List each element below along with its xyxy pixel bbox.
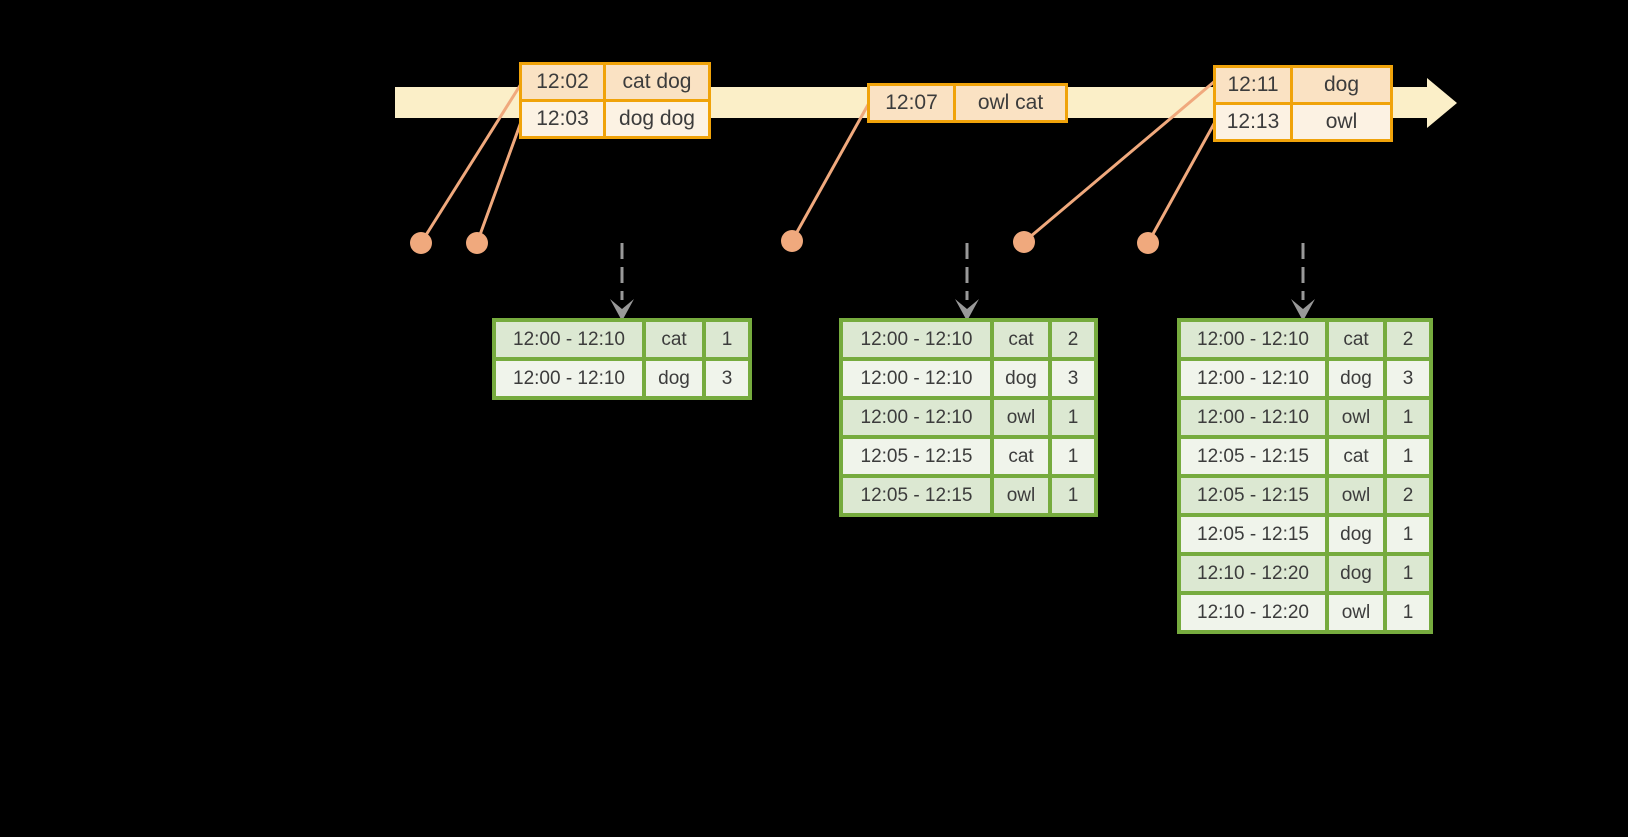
result-table-3-cell-window: 12:00 - 12:10: [1181, 400, 1325, 435]
input-table-3-cell-words: owl: [1293, 105, 1390, 139]
event-connector-line: [790, 102, 871, 242]
result-table-2-cell-count: 1: [1052, 439, 1094, 474]
result-table-1-cell-word: dog: [646, 361, 702, 396]
result-table-1-cell-word: cat: [646, 322, 702, 357]
trigger-arrowhead: [1291, 299, 1315, 321]
result-table-1-cell-window: 12:00 - 12:10: [496, 322, 642, 357]
trigger-arrowhead: [955, 299, 979, 321]
result-table-1-cell-window: 12:00 - 12:10: [496, 361, 642, 396]
result-table-3-cell-word: dog: [1329, 517, 1383, 552]
result-table-2-cell-window: 12:05 - 12:15: [843, 478, 990, 513]
input-table-1-cell-time: 12:02: [522, 65, 603, 99]
result-table-3-cell-window: 12:10 - 12:20: [1181, 595, 1325, 630]
result-table-2-cell-count: 1: [1052, 400, 1094, 435]
result-table-3-cell-window: 12:10 - 12:20: [1181, 556, 1325, 591]
result-table-1-cell-count: 3: [706, 361, 748, 396]
result-table-3-cell-window: 12:05 - 12:15: [1181, 478, 1325, 513]
result-table-2-cell-window: 12:05 - 12:15: [843, 439, 990, 474]
result-table-1-cell-count: 1: [706, 322, 748, 357]
result-table-3-cell-word: owl: [1329, 595, 1383, 630]
result-table-2-cell-window: 12:00 - 12:10: [843, 400, 990, 435]
result-table-3-cell-count: 1: [1387, 517, 1429, 552]
result-table-3-cell-window: 12:05 - 12:15: [1181, 517, 1325, 552]
result-table-3-cell-word: cat: [1329, 439, 1383, 474]
result-table-3-cell-count: 1: [1387, 556, 1429, 591]
event-dot: [410, 232, 432, 254]
input-table-2-cell-words: owl cat: [956, 86, 1065, 120]
result-table-3-cell-count: 2: [1387, 322, 1429, 357]
result-table-3-cell-count: 1: [1387, 439, 1429, 474]
input-table-1-cell-words: cat dog: [606, 65, 708, 99]
result-table-2-cell-word: owl: [994, 400, 1048, 435]
result-table-2-cell-word: cat: [994, 322, 1048, 357]
result-table-2-cell-word: cat: [994, 439, 1048, 474]
result-table-3-cell-count: 1: [1387, 595, 1429, 630]
input-table-3-cell-time: 12:13: [1216, 105, 1290, 139]
event-connector-line: [1023, 79, 1216, 244]
event-dot: [1137, 232, 1159, 254]
result-table-3-cell-word: dog: [1329, 361, 1383, 396]
result-table-2-cell-word: dog: [994, 361, 1048, 396]
result-table-3-cell-word: cat: [1329, 322, 1383, 357]
trigger-arrowhead: [610, 299, 634, 321]
event-connector-line: [1146, 121, 1217, 244]
event-dot: [466, 232, 488, 254]
event-connector-line: [419, 83, 523, 244]
result-table-2-cell-count: 2: [1052, 322, 1094, 357]
result-table-3-cell-count: 3: [1387, 361, 1429, 396]
input-table-3-cell-time: 12:11: [1216, 68, 1290, 102]
event-connector-line: [475, 121, 523, 244]
result-table-3-cell-word: owl: [1329, 400, 1383, 435]
result-table-3-cell-word: owl: [1329, 478, 1383, 513]
result-table-2-cell-count: 1: [1052, 478, 1094, 513]
result-table-2-cell-window: 12:00 - 12:10: [843, 322, 990, 357]
event-dot: [781, 230, 803, 252]
input-table-1-cell-time: 12:03: [522, 102, 603, 136]
result-table-3-cell-count: 1: [1387, 400, 1429, 435]
input-table-1-cell-words: dog dog: [606, 102, 708, 136]
result-table-2-cell-word: owl: [994, 478, 1048, 513]
result-table-3-cell-window: 12:00 - 12:10: [1181, 361, 1325, 396]
result-table-3-cell-window: 12:05 - 12:15: [1181, 439, 1325, 474]
input-table-2-cell-time: 12:07: [870, 86, 953, 120]
input-table-3-cell-words: dog: [1293, 68, 1390, 102]
result-table-2-cell-count: 3: [1052, 361, 1094, 396]
result-table-2-cell-window: 12:00 - 12:10: [843, 361, 990, 396]
result-table-3-cell-word: dog: [1329, 556, 1383, 591]
result-table-3-cell-count: 2: [1387, 478, 1429, 513]
result-table-3-cell-window: 12:00 - 12:10: [1181, 322, 1325, 357]
event-dot: [1013, 231, 1035, 253]
